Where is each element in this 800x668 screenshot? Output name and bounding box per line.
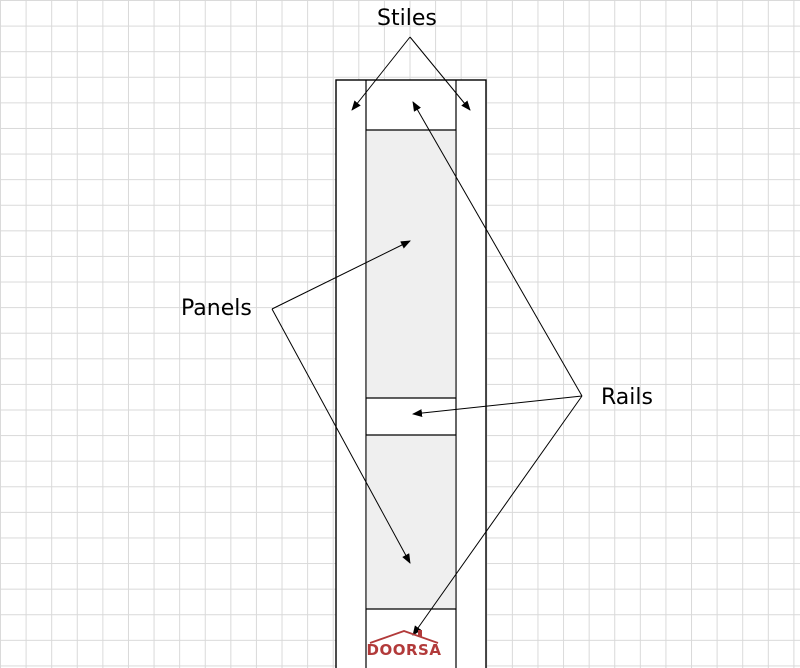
logo-text: DOORSA	[366, 641, 442, 659]
doorsa-logo: DOORSA	[364, 628, 444, 666]
stiles-label: Stiles	[377, 6, 437, 31]
rails-label: Rails	[601, 385, 653, 410]
lower-panel	[366, 435, 456, 609]
panels-arrow-lower	[271, 308, 411, 564]
rails-arrow-middle	[412, 395, 583, 418]
stiles-arrow-left	[351, 36, 411, 111]
rails-arrow-bottom	[412, 395, 583, 636]
stiles-arrow-right	[409, 36, 471, 111]
panels-arrow-upper	[271, 240, 411, 310]
rails-arrow-top	[412, 101, 583, 397]
upper-panel	[366, 130, 456, 398]
house-roof-icon	[369, 630, 439, 644]
panels-label: Panels	[181, 296, 252, 321]
